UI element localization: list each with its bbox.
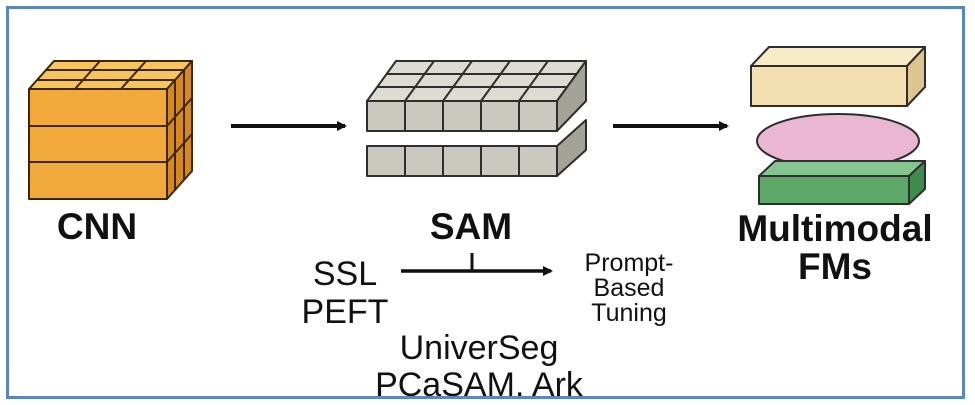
method-prompt-line2: Based <box>594 274 665 302</box>
method-prompt-line1: Prompt- <box>585 249 674 277</box>
multimodal-label-line2: FMs <box>798 246 872 287</box>
diagram-canvas: CNN SAM Multimodal FMs SSL PEFT Prompt- … <box>28 46 933 399</box>
method-peft: PEFT <box>302 293 389 331</box>
multimodal-stack-icon <box>750 46 926 205</box>
method-pcasam-ark: PCaSAM, Ark <box>375 366 584 399</box>
cnn-label: CNN <box>57 206 137 247</box>
method-ssl: SSL <box>313 255 377 293</box>
multimodal-label-line1: Multimodal <box>737 208 932 249</box>
method-universeg: UniverSeg <box>400 329 559 367</box>
sam-label: SAM <box>430 206 512 247</box>
diagram-frame: CNN SAM Multimodal FMs SSL PEFT Prompt- … <box>6 6 965 399</box>
cnn-cube-icon <box>28 60 193 200</box>
sam-slabs-icon <box>366 60 587 177</box>
method-prompt-line3: Tuning <box>591 299 667 327</box>
